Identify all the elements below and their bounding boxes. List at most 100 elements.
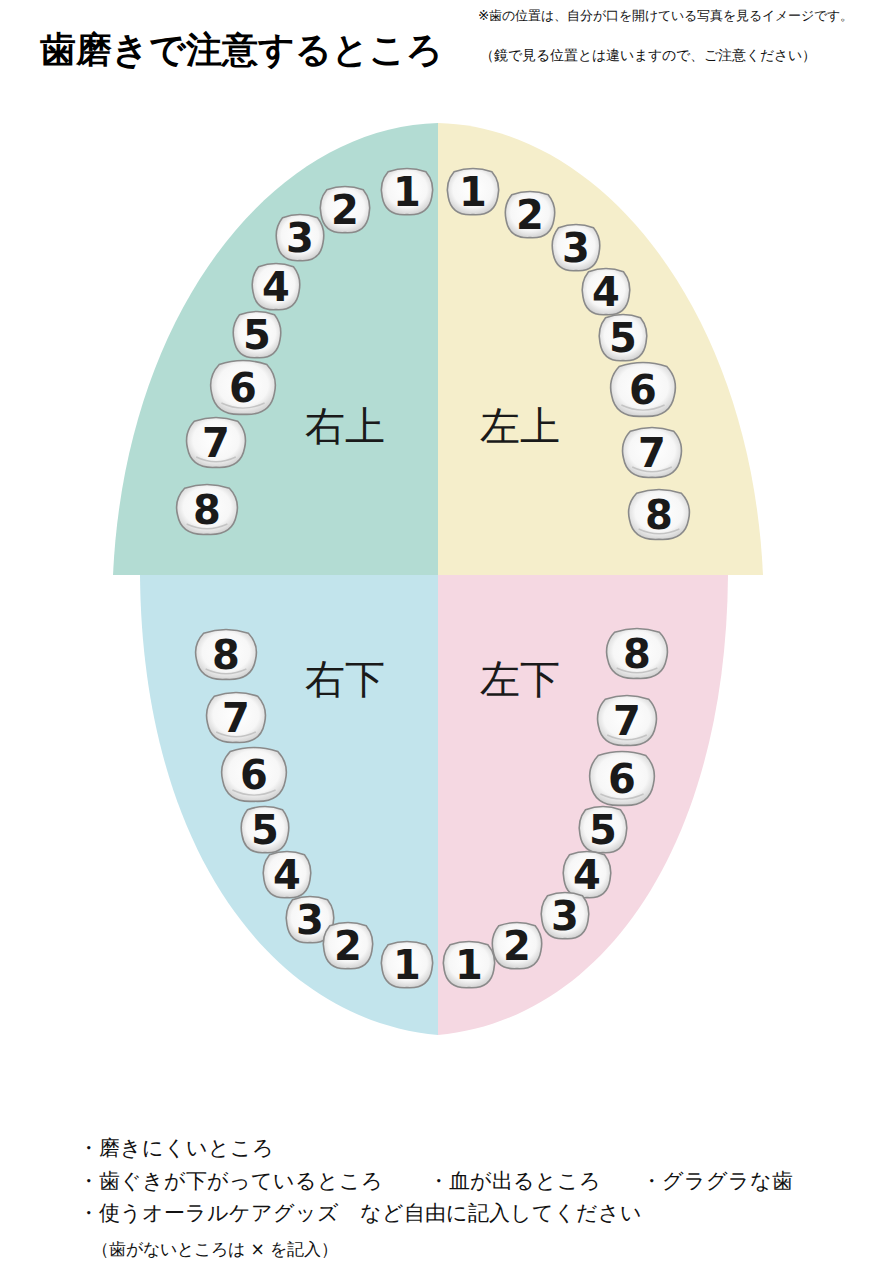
tooth: 1 (378, 939, 436, 991)
tooth-number: 3 (562, 228, 590, 268)
tooth-number: 1 (393, 172, 421, 212)
instruction: ・使うオーラルケアグッズ など自由に記入してください (78, 1202, 642, 1225)
tooth: 4 (249, 261, 303, 313)
tooth-outline (381, 941, 432, 987)
quadrant-label: 右上 (305, 406, 385, 446)
tooth-number: 6 (229, 368, 257, 408)
tooth-outline (252, 263, 300, 309)
tooth-number: 7 (222, 698, 250, 738)
quadrant-region: 右下 8 7 6 5 4 321 (140, 575, 438, 1035)
tooth: 2 (502, 189, 558, 241)
tooth-number: 2 (503, 926, 531, 966)
title: 歯磨きで注意するところ (40, 30, 443, 70)
quadrant-region: 右上 123 4 5 6 7 8 (113, 123, 438, 575)
tooth-number: 8 (212, 635, 240, 675)
tooth-outline (629, 490, 690, 540)
tooth: 7 (183, 415, 249, 471)
tooth: 2 (489, 920, 545, 972)
tooth: 5 (576, 804, 630, 856)
tooth-number: 8 (623, 634, 651, 674)
tooth-outline (579, 806, 627, 852)
tooth: 7 (203, 690, 269, 746)
quadrant-region: 左上 1234 5 6 7 8 (438, 123, 763, 575)
tooth-number: 6 (629, 370, 657, 410)
tooth-outline (276, 214, 324, 260)
quadrant-fill (113, 123, 438, 575)
tooth-number: 4 (273, 855, 301, 895)
tooth-outline (599, 314, 647, 360)
tooth-outline (607, 629, 668, 679)
tooth: 5 (238, 804, 292, 856)
tooth: 8 (603, 626, 671, 682)
instruction: ・歯ぐきが下がっているところ (78, 1170, 383, 1193)
tooth: 5 (596, 312, 650, 364)
tooth: 8 (173, 482, 241, 538)
note: （鏡で見る位置とは違いますので、ご注意ください） (480, 48, 816, 63)
tooth-outline (233, 311, 281, 357)
tooth-number: 7 (638, 433, 666, 473)
tooth-number: 5 (589, 810, 617, 850)
instruction: ・グラグラな歯 (641, 1170, 793, 1193)
tooth-outline (222, 748, 287, 802)
tooth-outline (447, 168, 498, 214)
tooth-outline (598, 696, 657, 746)
tooth-outline (211, 361, 276, 415)
tooth: 6 (607, 360, 679, 420)
tooth: 3 (538, 890, 592, 942)
tooth-number: 5 (243, 315, 271, 355)
tooth-outline (207, 693, 266, 743)
tooth-outline (381, 168, 432, 214)
tooth-number: 4 (573, 855, 601, 895)
tooth-outline (563, 851, 611, 897)
tooth: 1 (440, 939, 498, 991)
tooth-number: 3 (296, 900, 324, 940)
quadrant-label: 左上 (480, 406, 560, 446)
tooth-outline (611, 363, 676, 417)
tooth: 1 (378, 166, 436, 218)
tooth: 4 (579, 266, 633, 318)
tooth: 6 (218, 745, 290, 805)
tooth: 3 (273, 212, 327, 264)
tooth-outline (541, 892, 589, 938)
tooth-outline (323, 922, 372, 968)
instruction: ・磨きにくいところ (78, 1137, 274, 1160)
quadrant-label: 左下 (480, 659, 560, 699)
quadrant-label: 右下 (305, 659, 385, 699)
tooth-outline (241, 806, 289, 852)
tooth-outline (590, 752, 655, 806)
tooth-number: 4 (262, 267, 290, 307)
tooth-number: 1 (459, 172, 487, 212)
quadrant-region: 左下87654321 (438, 575, 728, 1035)
tooth-number: 1 (393, 945, 421, 985)
tooth-number: 6 (608, 759, 636, 799)
note: ※歯の位置は、自分が口を開けている写真を見るイメージです。 (478, 9, 853, 24)
instruction: ・血が出るところ (428, 1170, 601, 1193)
instruction: （歯がないところは × を記入） (92, 1240, 338, 1259)
tooth-number: 2 (516, 195, 544, 235)
tooth-number: 4 (592, 272, 620, 312)
tooth-outline (552, 224, 600, 270)
tooth: 6 (586, 749, 658, 809)
tooth-number: 2 (331, 190, 359, 230)
tooth-number: 5 (609, 318, 637, 358)
tooth-number: 8 (645, 495, 673, 535)
tooth-outline (582, 268, 630, 314)
tooth: 6 (207, 358, 279, 418)
tooth-number: 2 (334, 926, 362, 966)
tooth: 7 (619, 425, 685, 481)
tooth-outline (177, 485, 238, 535)
tooth-outline (443, 941, 494, 987)
tooth-outline (187, 418, 246, 468)
tooth: 4 (260, 849, 314, 901)
tooth-number: 3 (286, 218, 314, 258)
tooth: 8 (625, 487, 693, 543)
tooth-number: 7 (202, 423, 230, 463)
tooth-outline (320, 186, 369, 232)
tooth: 8 (192, 627, 260, 683)
tooth: 2 (317, 184, 373, 236)
quadrant-fill (140, 575, 438, 1035)
tooth-number: 5 (251, 810, 279, 850)
tooth-outline (623, 428, 682, 478)
tooth-number: 1 (455, 945, 483, 985)
